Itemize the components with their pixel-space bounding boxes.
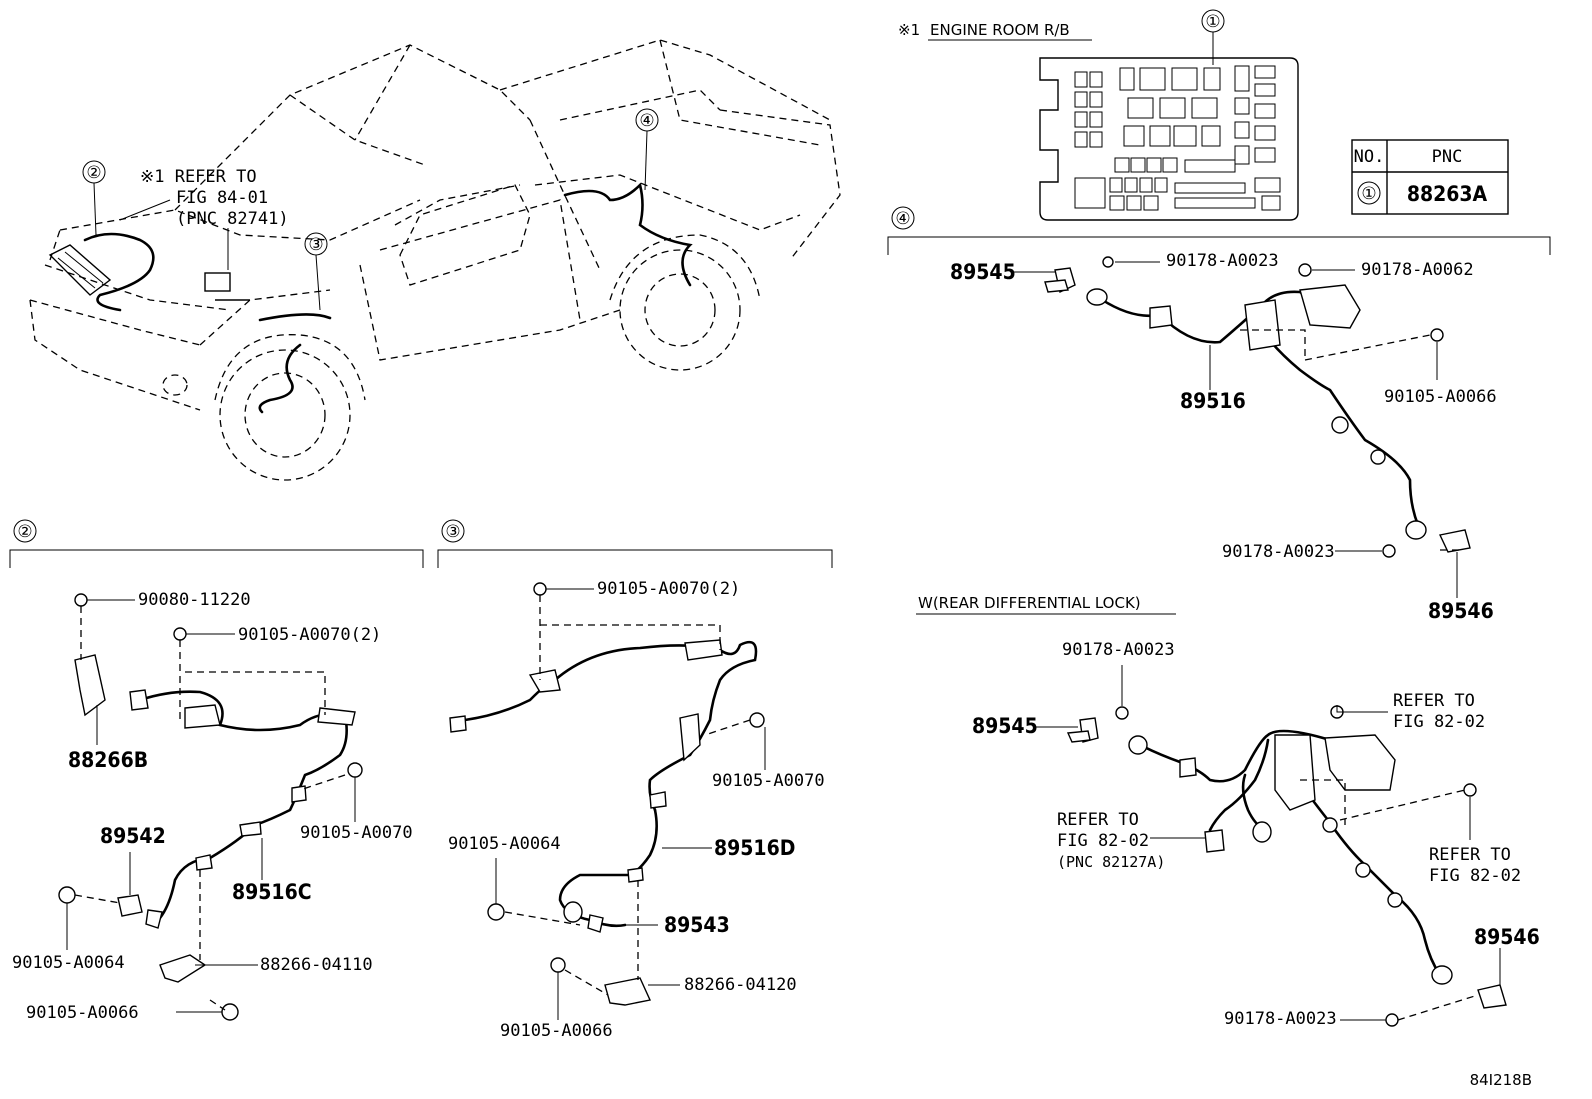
pnc-table-row-pnc: 88263A [1407, 182, 1488, 206]
section-3-bolt-left: 90105-A0064 [448, 834, 561, 854]
engine-room-relay-block: ※1 ENGINE ROOM R/B ① [898, 9, 1299, 221]
section-4-sensor-left: 89545 [950, 260, 1016, 284]
section-2-bracket-low: 88266-04110 [260, 955, 373, 975]
rear-diff-sensor-left: 89545 [972, 714, 1038, 738]
section-3-sensor: 89543 [664, 913, 730, 937]
rear-diff-clip-top: 90178-A0023 [1062, 640, 1175, 660]
rear-diff-clip-bottom: 90178-A0023 [1224, 1009, 1337, 1029]
refer-note-line2: FIG 84-01 [176, 188, 268, 208]
rear-diff-refer-mid-2: FIG 82-02 [1057, 831, 1149, 851]
section-2-bracket: 88266B [68, 748, 148, 772]
section-3-bracket-low: 88266-04120 [684, 975, 797, 995]
pnc-table: NO. PNC ① 88263A [1351, 139, 1509, 215]
refer-note-line1: ※1 REFER TO [140, 167, 257, 187]
engine-room-label: ENGINE ROOM R/B [930, 21, 1070, 39]
vehicle-illustration: ② ③ ④ ※1 REFER TO FIG 84-01 (PNC 82741) [29, 39, 841, 481]
section-3-callout: ③ [445, 522, 460, 542]
section-2-callout: ② [17, 522, 32, 542]
section-2-bolt-left: 90105-A0064 [12, 953, 125, 973]
section-3-bolt-top: 90105-A0070(2) [597, 579, 740, 599]
section-2-sensor: 89542 [100, 824, 166, 848]
section-3-bolt-bottom: 90105-A0066 [500, 1021, 613, 1041]
engine-room-callout: ① [1205, 12, 1220, 32]
section-4-harness: 89516 [1180, 389, 1246, 413]
section-3: ③ 90105-A0070(2) [437, 519, 833, 1041]
pnc-table-header-no: NO. [1354, 147, 1385, 167]
refer-note-line3: (PNC 82741) [176, 209, 289, 229]
section-2: ② [9, 519, 424, 1023]
rear-diff-refer-top-2: FIG 82-02 [1393, 712, 1485, 732]
section-2-bolt-mid: 90105-A0070 [300, 823, 413, 843]
callout-4: ④ [639, 111, 654, 131]
section-4: ④ 89545 90178-A0023 901 [887, 206, 1551, 623]
section-3-bolt-mid: 90105-A0070 [712, 771, 825, 791]
callout-3: ③ [308, 235, 323, 255]
section-2-bolt-2: 90105-A0070(2) [238, 625, 381, 645]
section-4-callout: ④ [895, 209, 910, 229]
section-3-harness: 89516D [714, 836, 795, 860]
section-4-clip-top: 90178-A0023 [1166, 251, 1279, 271]
section-4-sensor-right: 89546 [1428, 599, 1494, 623]
rear-diff-refer-mid-1: REFER TO [1057, 810, 1139, 830]
section-2-bolt-top: 90080-11220 [138, 590, 251, 610]
rear-diff-refer-top-1: REFER TO [1393, 691, 1475, 711]
section-2-bolt-bottom: 90105-A0066 [26, 1003, 139, 1023]
callout-2: ② [86, 163, 101, 183]
section-4-clip-bottom: 90178-A0023 [1222, 542, 1335, 562]
pnc-table-header-pnc: PNC [1432, 147, 1463, 167]
rear-diff-refer-mid-3: (PNC 82127A) [1057, 853, 1165, 871]
rear-diff-refer-right-1: REFER TO [1429, 845, 1511, 865]
rear-diff-sensor-right: 89546 [1474, 925, 1540, 949]
section-2-harness: 89516C [232, 880, 312, 904]
figure-code: 84I218B [1470, 1071, 1532, 1089]
rear-diff-refer-right-2: FIG 82-02 [1429, 866, 1521, 886]
rear-diff-section: W(REAR DIFFERENTIAL LOCK) [916, 594, 1540, 1029]
engine-room-mark: ※1 [898, 21, 920, 39]
section-4-clip-right: 90178-A0062 [1361, 260, 1474, 280]
rear-diff-title: W(REAR DIFFERENTIAL LOCK) [918, 594, 1141, 612]
pnc-table-row-no: ① [1361, 184, 1376, 204]
section-4-bolt-right: 90105-A0066 [1384, 387, 1497, 407]
